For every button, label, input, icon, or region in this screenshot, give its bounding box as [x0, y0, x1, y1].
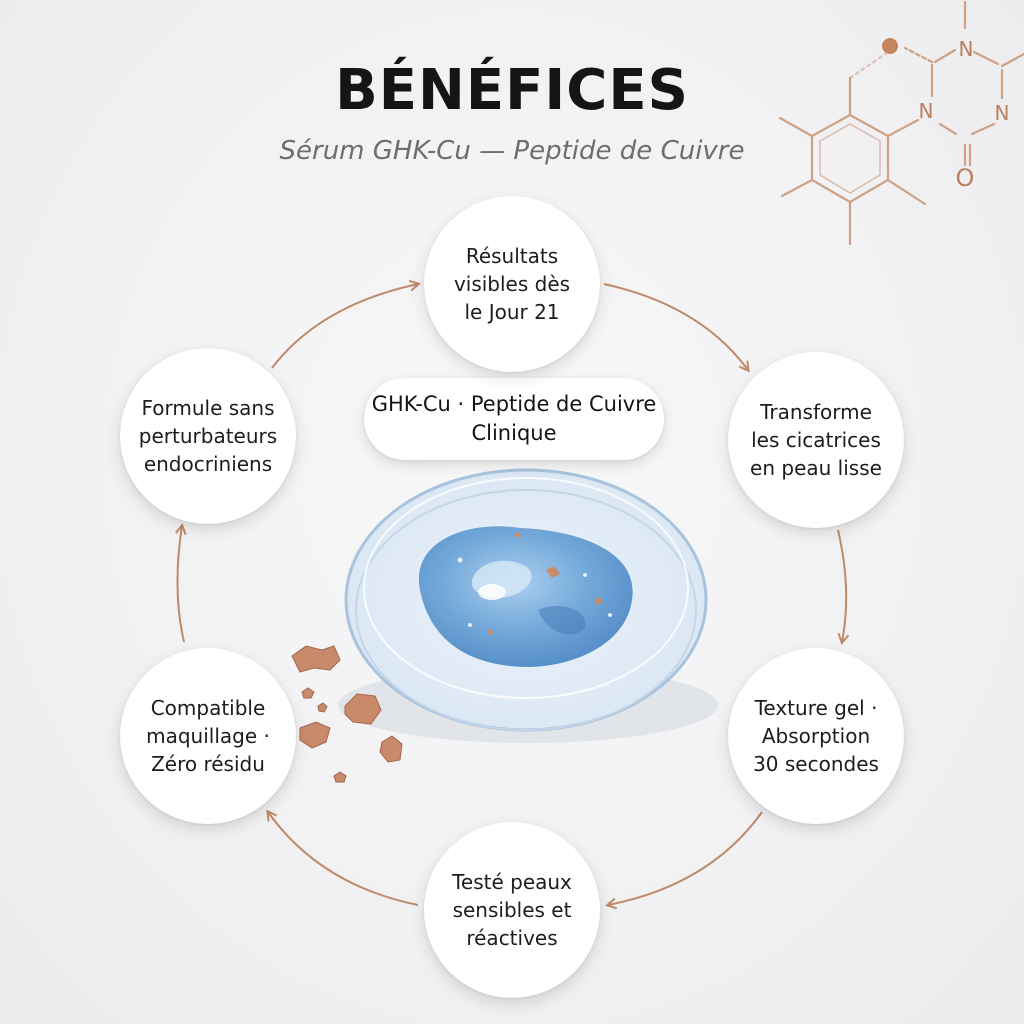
- page-title: BÉNÉFICES: [335, 58, 689, 123]
- benefit-label: Testé peaux sensibles et réactives: [452, 870, 572, 950]
- benefit-makeup-compatible: Compatible maquillage · Zéro résidu: [120, 648, 296, 824]
- atom-label: O: [956, 164, 975, 192]
- atom-label: N: [919, 99, 934, 123]
- center-product-label: GHK-Cu · Peptide de Cuivre Clinique: [364, 378, 664, 460]
- benefit-label: Transforme les cicatrices en peau lisse: [750, 400, 882, 480]
- benefit-sensitive-skin-tested: Testé peaux sensibles et réactives: [424, 822, 600, 998]
- benefit-gel-texture-absorption: Texture gel · Absorption 30 secondes: [728, 648, 904, 824]
- atom-label: N: [959, 37, 974, 61]
- page-subtitle: Sérum GHK-Cu — Peptide de Cuivre: [279, 136, 745, 166]
- benefit-label: Formule sans perturbateurs endocriniens: [138, 396, 278, 476]
- atom-label: N: [995, 101, 1010, 125]
- benefit-no-endocrine-disruptors: Formule sans perturbateurs endocriniens: [120, 348, 296, 524]
- benefit-results-day-21: Résultats visibles dès le Jour 21: [424, 196, 600, 372]
- benefit-label: Compatible maquillage · Zéro résidu: [146, 696, 270, 776]
- benefit-label: Texture gel · Absorption 30 secondes: [753, 696, 879, 776]
- benefit-scars-to-smooth-skin: Transforme les cicatrices en peau lisse: [728, 352, 904, 528]
- benefit-label: Résultats visibles dès le Jour 21: [453, 244, 571, 324]
- center-product-label-text: GHK-Cu · Peptide de Cuivre Clinique: [371, 392, 657, 445]
- copper-peptide-molecule-icon: N N N O: [778, 0, 1024, 246]
